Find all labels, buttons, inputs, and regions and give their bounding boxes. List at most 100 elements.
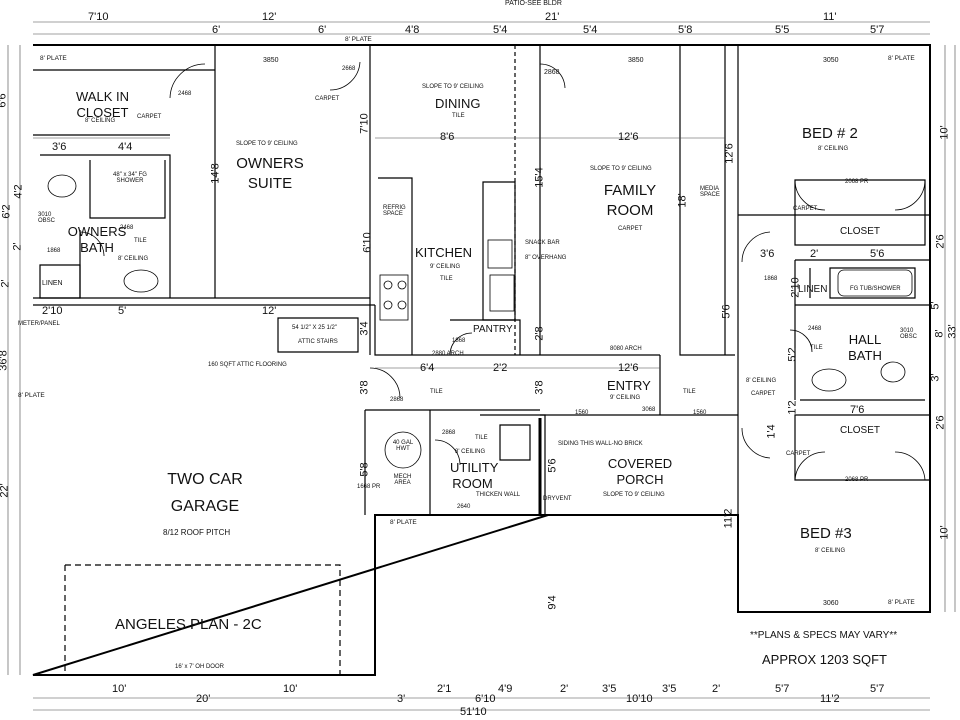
plan-sqft: APPROX 1203 SQFT — [762, 652, 887, 667]
dim-right-2-6b: 2'6 — [934, 415, 947, 430]
mech-door: 1668 PR — [357, 484, 381, 490]
dim-int-12-6h: 12'6 — [618, 362, 639, 374]
meter-panel-label: METER/PANEL — [18, 321, 60, 327]
dining-label: DINING — [435, 96, 481, 111]
plate-top: 8' PLATE — [345, 36, 372, 43]
linen-hall-door: 1868 — [764, 276, 778, 282]
dim-int-5-6: 5'6 — [546, 458, 559, 473]
owners-suite-label: OWNERS SUITE — [236, 155, 304, 193]
owners-bath-door: 2468 — [120, 225, 134, 231]
dim-right-3: 3' — [929, 373, 942, 382]
dim-bot-2a: 2' — [560, 683, 569, 695]
dim-int-14-8: 14'8 — [209, 163, 222, 184]
plan-title: ANGELES PLAN - 2C — [115, 616, 262, 633]
closet-bed2-door: 2068 PR — [845, 179, 869, 185]
dim-int-3-4: 3'4 — [358, 321, 371, 336]
kitchen-label: KITCHEN — [415, 245, 473, 260]
dryvent-label: DRYVENT — [543, 496, 572, 502]
dim-int-2-2: 2'2 — [493, 362, 508, 374]
fg-tub-label: FG TUB/SHOWER — [850, 286, 901, 292]
dim-right-5: 5' — [929, 301, 942, 310]
dim-bot-6-10: 6'10 — [475, 693, 496, 705]
dim-int-15-4: 15'4 — [533, 167, 546, 188]
window-3850-a: 3850 — [263, 57, 279, 64]
dim-int-12-6v: 12'6 — [723, 143, 736, 164]
dim-int-5-2: 5'2 — [786, 347, 799, 362]
hall-carpet: CARPET — [751, 391, 776, 397]
plate-bed2: 8' PLATE — [888, 55, 915, 62]
attic-flooring-label: 160 SQFT ATTIC FLOORING — [208, 362, 287, 368]
owners-suite-ceiling: SLOPE TO 9' CEILING — [236, 141, 298, 147]
snack-bar-label: SNACK BAR — [525, 240, 560, 246]
dim-bot-20: 20' — [196, 693, 211, 705]
covered-porch-label: COVERED PORCH — [607, 456, 673, 488]
window-3850-b: 3850 — [628, 57, 644, 64]
covered-porch-ceiling: SLOPE TO 9' CEILING — [603, 492, 665, 498]
linen-owner-label: LINEN — [42, 280, 63, 287]
plate-utility: 8' PLATE — [390, 519, 417, 526]
dim-int-6-4: 6'4 — [420, 362, 435, 374]
bed3-ceiling: 8' CEILING — [815, 548, 846, 554]
interior-walls — [33, 45, 931, 675]
dimension-lines — [7, 21, 956, 711]
dim-int-5: 5' — [118, 305, 127, 317]
dim-top-4-8: 4'8 — [405, 24, 420, 36]
hall-bath-window: 3010 OBSC — [900, 328, 918, 340]
plan-disclaimer: **PLANS & SPECS MAY VARY** — [750, 630, 898, 641]
dim-int-5-6c: 5'6 — [720, 304, 733, 319]
window-1560-a: 1560 — [575, 410, 589, 416]
walk-in-closet-carpet: CARPET — [137, 114, 162, 120]
entry-label: ENTRY — [607, 378, 651, 393]
garage-door-2868: 2868 — [390, 397, 404, 403]
dim-top-5-4b: 5'4 — [583, 24, 598, 36]
media-space-label: MEDIA SPACE — [700, 186, 720, 198]
dim-int-3-8a: 3'8 — [358, 380, 371, 395]
closet-bed2-label: CLOSET — [840, 226, 881, 237]
hall-bath-door: 2468 — [808, 326, 822, 332]
dim-int-11-2: 11'2 — [722, 508, 735, 529]
roof-pitch-label: 8/12 ROOF PITCH — [163, 528, 231, 537]
walk-in-closet-door: 2468 — [178, 91, 192, 97]
dim-int-2: 2' — [810, 248, 819, 260]
hall-bath-tile: TILE — [810, 345, 823, 351]
dim-int-4-4: 4'4 — [118, 141, 133, 153]
window-2640: 2640 — [457, 504, 471, 510]
dim-int-2-10b: 2'10 — [789, 277, 802, 298]
closet-bed3-label: CLOSET — [840, 425, 881, 436]
dim-top-5-7: 5'7 — [870, 24, 885, 36]
dim-bot-4-9: 4'9 — [498, 683, 513, 695]
dim-int-1-4: 1'4 — [765, 424, 778, 439]
dim-bot-11-2: 11'2 — [820, 693, 840, 705]
owners-bath-window: 3010 OBSC — [38, 212, 56, 224]
fixtures — [47, 174, 913, 469]
kitchen-tile: TILE — [440, 276, 453, 282]
dim-left-2b: 2' — [0, 279, 12, 288]
bed2-label: BED # 2 — [802, 125, 858, 142]
dim-left-36-8: 36'8 — [0, 350, 10, 371]
owners-suite-door: 2668 — [342, 66, 356, 72]
window-3050: 3050 — [823, 57, 839, 64]
dim-int-18: 18' — [676, 193, 689, 208]
dim-int-3-6b: 3'6 — [760, 248, 775, 260]
pantry-door: 1868 — [452, 338, 466, 344]
owners-bath-tile: TILE — [134, 238, 147, 244]
dim-right-10a: 10' — [938, 125, 951, 140]
entry-door: 3068 — [642, 407, 656, 413]
closet-bed3-door: 2068 PR — [845, 477, 869, 483]
bed3-carpet: CARPET — [786, 451, 811, 457]
family-room-label: FAMILY ROOM — [603, 182, 657, 220]
dim-int-3-8b: 3'8 — [533, 380, 546, 395]
dim-int-12-6: 12'6 — [618, 131, 639, 143]
plate-bed3: 8' PLATE — [888, 599, 915, 606]
plate-owner: 8' PLATE — [40, 55, 67, 62]
utility-ceiling: 8' CEILING — [455, 449, 486, 455]
dim-int-7-6: 7'6 — [850, 404, 865, 416]
family-room-carpet: CARPET — [618, 226, 643, 232]
dim-int-9-4: 9'4 — [546, 595, 559, 610]
linen-hall-label: LINEN — [798, 284, 828, 295]
dim-bot-5-7b: 5'7 — [870, 683, 885, 695]
hall-bath-label: HALL BATH — [848, 332, 882, 364]
bed3-label: BED #3 — [800, 525, 852, 542]
dim-bot-3-5a: 3'5 — [602, 683, 617, 695]
